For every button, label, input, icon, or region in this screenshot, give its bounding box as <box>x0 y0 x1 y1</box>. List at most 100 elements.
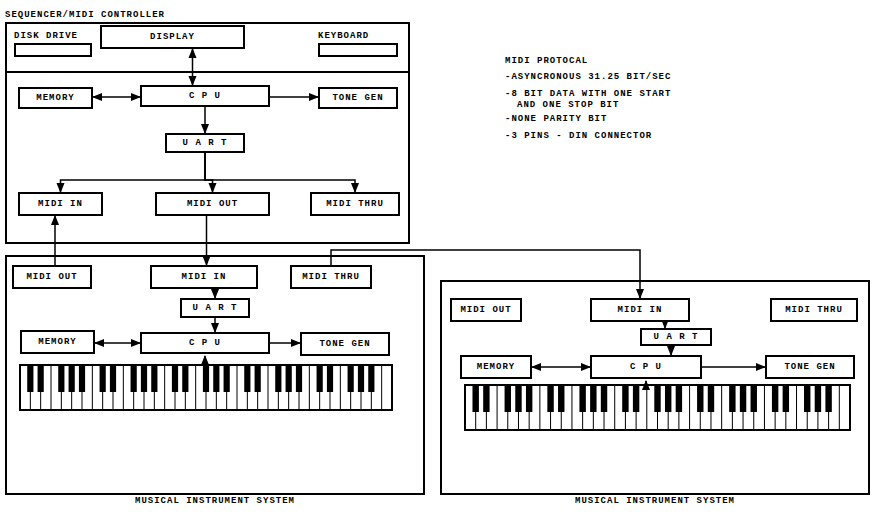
white-key-edge <box>195 365 196 410</box>
signal-connector <box>205 153 355 192</box>
black-key <box>601 385 607 412</box>
component-box: U A R T <box>640 328 712 346</box>
component-box: TONE GEN <box>765 355 855 379</box>
white-key-edge <box>92 365 93 410</box>
white-key-edge <box>796 385 797 430</box>
piano-keyboards <box>20 365 850 430</box>
black-key <box>815 385 821 412</box>
box-label: U A R T <box>183 138 228 149</box>
panel-title: SEQUENCER/MIDI CONTROLLER <box>5 10 165 21</box>
box-label: MEMORY <box>38 337 76 348</box>
black-key <box>783 385 789 412</box>
signal-connector <box>214 289 216 298</box>
signal-connector <box>214 318 216 332</box>
black-key <box>804 385 810 412</box>
white-key-edge <box>51 365 52 410</box>
protocol-note: -8 BIT DATA WITH ONE START AND ONE STOP … <box>517 89 677 111</box>
white-key-edge <box>764 385 765 430</box>
black-key <box>182 365 188 392</box>
signal-connector <box>532 366 590 368</box>
signal-connector <box>270 96 318 98</box>
white-key-edge <box>721 385 722 430</box>
black-key <box>772 385 778 412</box>
black-key <box>729 385 735 412</box>
black-key <box>79 365 85 392</box>
black-key <box>579 385 585 412</box>
box-label: TONE GEN <box>784 362 835 373</box>
black-key <box>368 365 374 392</box>
signal-connector <box>206 216 208 265</box>
black-key <box>224 365 230 392</box>
box-label: MIDI IN <box>38 199 83 210</box>
box-label: C P U <box>189 91 221 102</box>
component-box: MIDI OUT <box>12 265 92 289</box>
component-box: MIDI THRU <box>310 192 400 216</box>
white-key-edge <box>571 385 572 430</box>
box-label: TONE GEN <box>319 339 370 350</box>
black-key <box>69 365 75 392</box>
black-key <box>172 365 178 392</box>
protocol-note: MIDI PROTOCAL <box>517 56 817 67</box>
box-label: MIDI IN <box>618 305 663 316</box>
white-key-edge <box>839 385 840 430</box>
box-label: MIDI OUT <box>460 305 511 316</box>
white-key-edge <box>689 385 690 430</box>
box-label: C P U <box>630 362 662 373</box>
black-key <box>825 385 831 412</box>
panel-caption: MUSICAL INSTRUMENT SYSTEM <box>442 496 868 507</box>
black-key <box>110 365 116 392</box>
white-key-edge <box>539 385 540 430</box>
box-label: MIDI THRU <box>326 199 384 210</box>
protocol-note: -NONE PARITY BIT <box>517 114 817 125</box>
black-key <box>665 385 671 412</box>
box-label: MIDI THRU <box>302 272 360 283</box>
black-key <box>676 385 682 412</box>
box-label: MIDI OUT <box>26 272 77 283</box>
component-box: MIDI THRU <box>290 265 372 289</box>
black-key <box>547 385 553 412</box>
component-box: DISPLAY <box>100 25 245 49</box>
signal-connector <box>270 342 300 344</box>
component-box: KEYBOARD <box>318 43 398 57</box>
black-key <box>317 365 323 392</box>
black-key <box>483 385 489 412</box>
component-box: MIDI OUT <box>155 192 270 216</box>
black-key <box>558 385 564 412</box>
black-key <box>203 365 209 392</box>
panel-divider <box>5 71 410 73</box>
box-label: MIDI THRU <box>785 305 843 316</box>
white-key-edge <box>268 365 269 410</box>
panel-caption: MUSICAL INSTRUMENT SYSTEM <box>7 496 423 507</box>
black-key <box>27 365 33 392</box>
system-panel: MUSICAL INSTRUMENT SYSTEMMIDI OUTMIDI IN… <box>5 255 425 495</box>
black-key <box>275 365 281 392</box>
black-key <box>286 365 292 392</box>
box-label: MIDI OUT <box>187 199 238 210</box>
component-box: MIDI IN <box>150 265 258 289</box>
signal-connector <box>93 96 140 98</box>
component-box: TONE GEN <box>318 87 398 109</box>
black-key <box>633 385 639 412</box>
component-box: TONE GEN <box>300 332 390 356</box>
component-box: C P U <box>140 85 270 107</box>
black-key <box>131 365 137 392</box>
signal-connector <box>331 250 640 298</box>
signal-connector <box>205 153 213 192</box>
black-key <box>244 365 250 392</box>
black-key <box>100 365 106 392</box>
signal-connector <box>702 366 765 368</box>
keyboard-arrow <box>204 356 206 365</box>
component-box: MEMORY <box>20 330 95 354</box>
white-key-edge <box>309 365 310 410</box>
protocol-note: -3 PINS - DIN CONNECTOR <box>517 131 817 142</box>
black-key <box>697 385 703 412</box>
system-panel: MUSICAL INSTRUMENT SYSTEMMIDI OUTMIDI IN… <box>440 280 870 495</box>
black-key <box>622 385 628 412</box>
white-key-edge <box>237 365 238 410</box>
black-key <box>327 365 333 392</box>
black-key <box>38 365 44 392</box>
black-key <box>526 385 532 412</box>
signal-connector <box>670 346 672 355</box>
